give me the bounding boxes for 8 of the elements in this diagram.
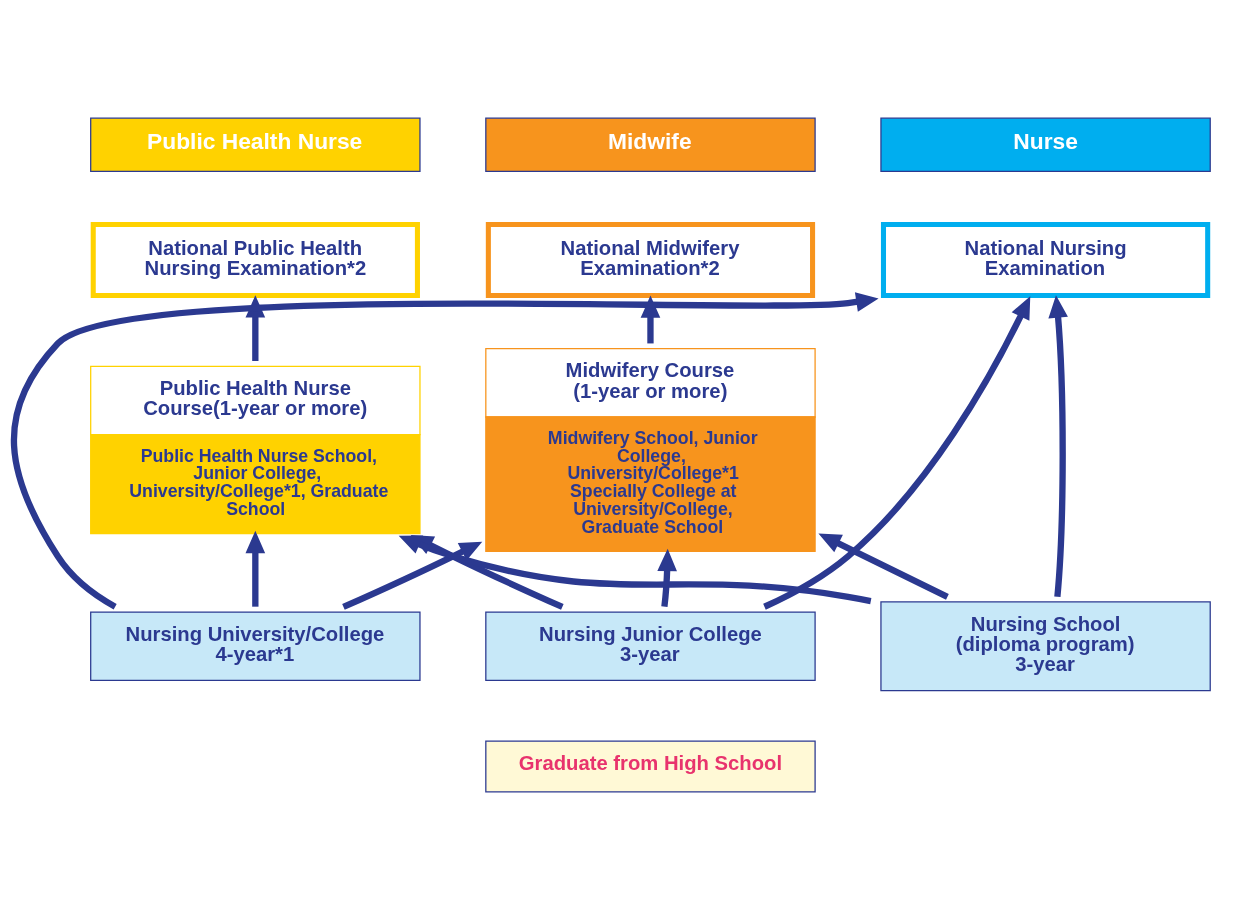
arrow [657, 548, 677, 608]
arrow [342, 541, 483, 610]
arrow [640, 295, 661, 344]
arrow [245, 530, 266, 607]
arrow [763, 296, 1031, 610]
arrow [1048, 295, 1068, 597]
arrow [818, 533, 949, 600]
arrow [10, 292, 879, 610]
